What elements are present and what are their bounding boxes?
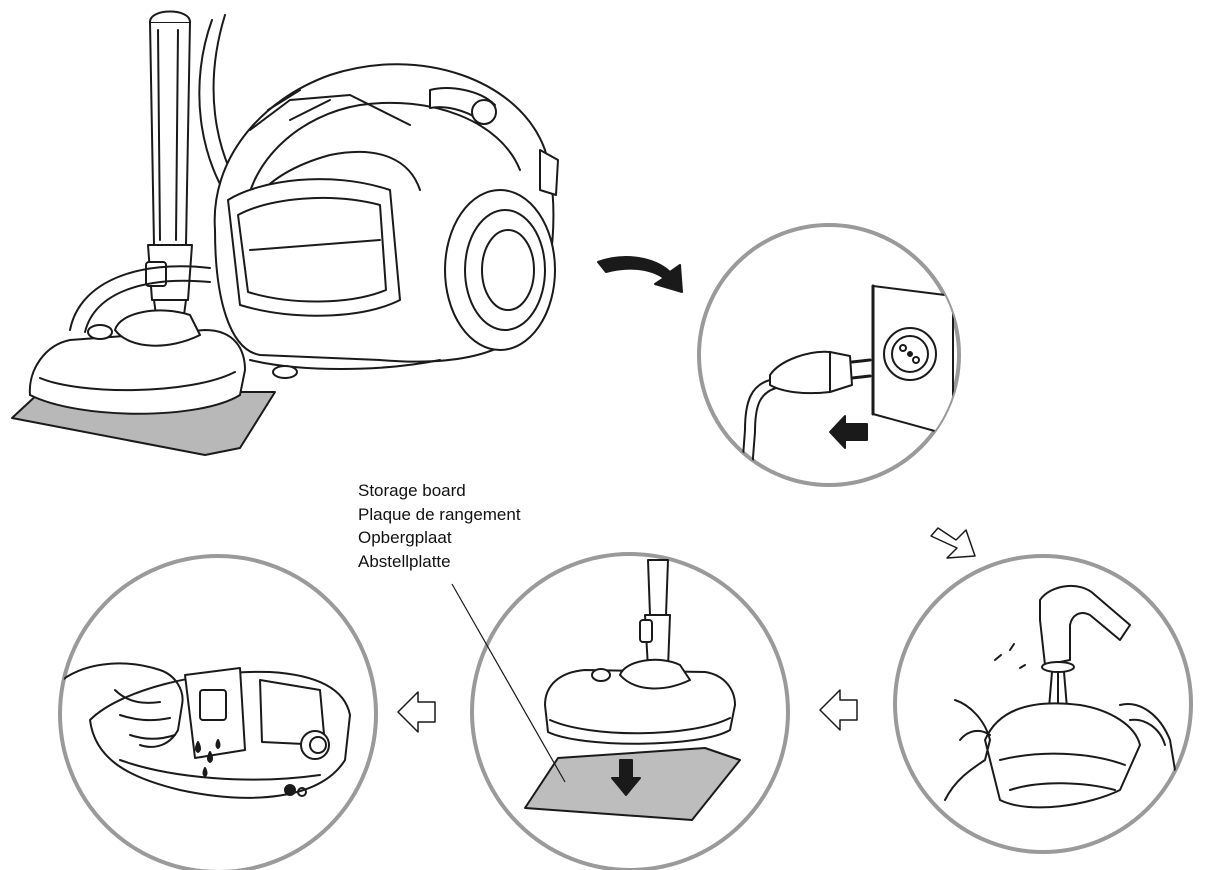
outline-arrow-down-icon [930,527,976,559]
faucet-icon [944,584,1176,809]
plug-icon [741,284,954,471]
callout-label-nl: Opbergplaat [358,528,452,547]
storage-board-icon [524,559,741,821]
callout-label-de: Abstellplatte [358,551,451,571]
callout-label-en: Storage board [358,481,466,500]
outline-arrow-left-icon [819,689,858,731]
curved-arrow-icon [597,256,683,293]
callout-leader-line [451,583,566,783]
vacuum-cleaner-illustration [11,10,559,456]
callout-label-fr: Plaque de rangement [358,504,521,524]
outline-arrow-left-icon [397,691,436,733]
water-tank-icon [61,662,351,799]
storage-board-callout: Storage board Plaque de rangement Opberg… [358,479,521,573]
